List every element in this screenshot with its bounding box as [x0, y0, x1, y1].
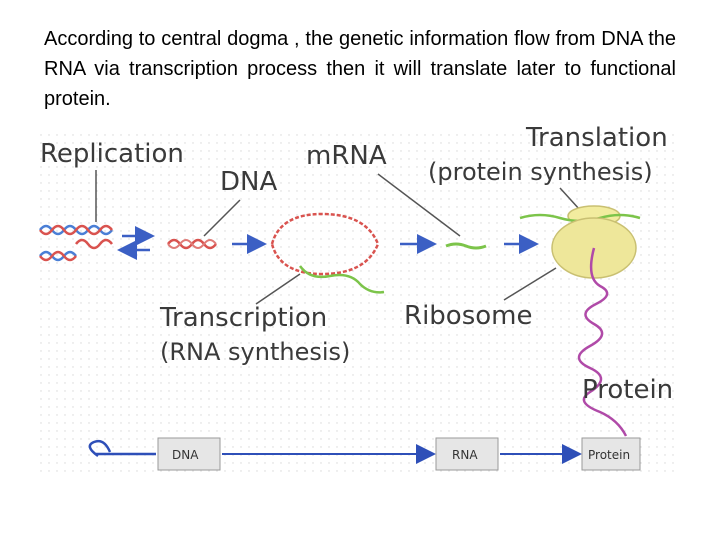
label-protein: Protein: [582, 375, 673, 405]
caption-text: According to central dogma , the genetic…: [44, 28, 676, 110]
pointer-ribosome: [503, 267, 557, 301]
dotted-background: [36, 128, 680, 478]
diagram-canvas: Replication DNA mRNA Translation (protei…: [36, 123, 680, 478]
flow-box-dna: [157, 437, 221, 471]
dna-helix-strand-red: [39, 224, 113, 236]
flow-box-protein-label: Protein: [588, 448, 630, 462]
dna-helix-strand-red-2: [39, 250, 77, 262]
protein-chain: [577, 247, 628, 437]
pointer-transcription: [255, 273, 301, 305]
label-ribosome: Ribosome: [404, 301, 532, 331]
label-translation-sub: (protein synthesis): [428, 158, 653, 186]
nascent-rna-strand: [298, 265, 385, 294]
flow-box-dna-label: DNA: [172, 448, 199, 462]
pointer-mrna: [377, 173, 461, 237]
label-transcription: Transcription: [159, 303, 327, 333]
flow-box-rna-label: RNA: [452, 448, 478, 462]
dna-helix-strand-red-3: [75, 238, 113, 250]
mrna-strand: [445, 242, 487, 250]
flow-box-rna: [435, 437, 499, 471]
dna-helix-center-2: [167, 239, 217, 249]
dna-helix-strand-blue-2: [39, 250, 77, 262]
label-mrna: mRNA: [306, 141, 387, 171]
flow-loop-arrow: [88, 439, 112, 458]
pointer-dna: [203, 199, 241, 237]
label-transcription-sub: (RNA synthesis): [160, 338, 350, 366]
flow-box-protein: [581, 437, 641, 471]
central-dogma-diagram: Replication DNA mRNA Translation (protei…: [0, 118, 720, 498]
pointer-translation: [559, 187, 581, 211]
label-replication: Replication: [40, 139, 184, 169]
label-dna: DNA: [220, 167, 277, 197]
label-translation: Translation: [525, 123, 668, 153]
